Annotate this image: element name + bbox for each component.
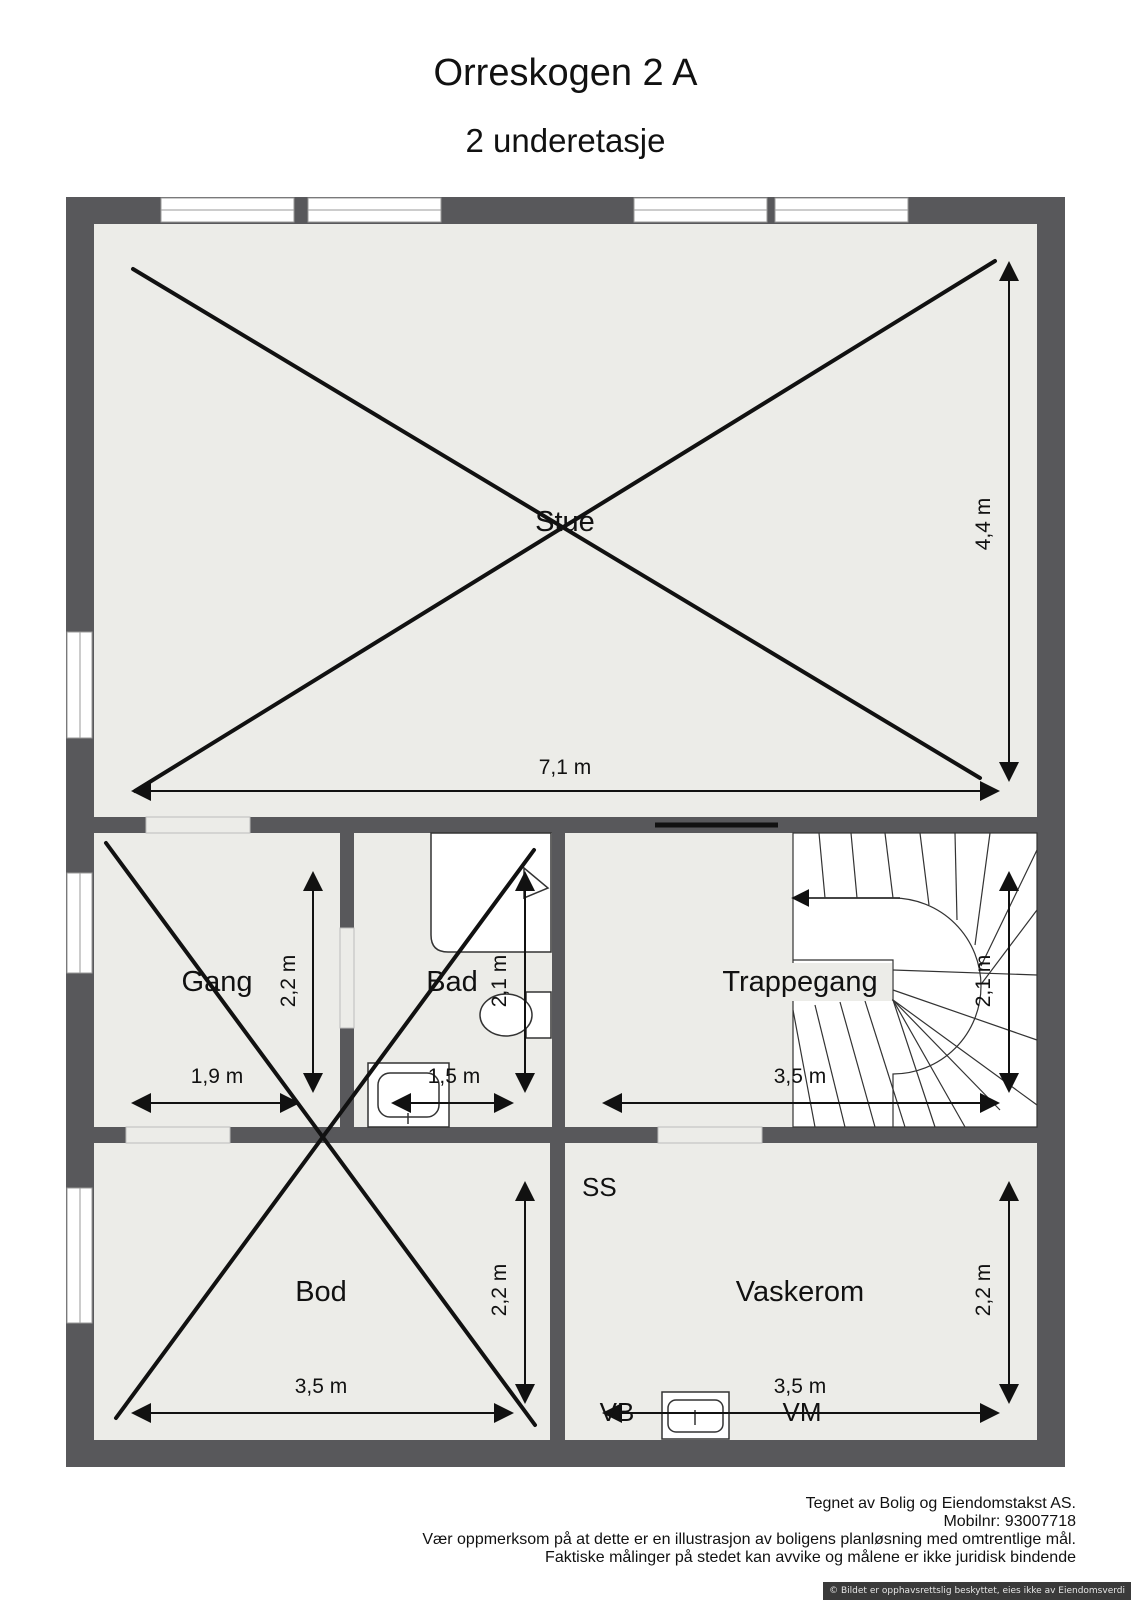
copyright-notice: © Bildet er opphavsrettslig beskyttet, e… bbox=[823, 1582, 1131, 1600]
dim-vaskerom-height: 2,2 m bbox=[972, 1264, 995, 1317]
footer-notes: Tegnet av Bolig og Eiendomstakst AS. Mob… bbox=[422, 1495, 1076, 1567]
footer-line-drawn-by: Tegnet av Bolig og Eiendomstakst AS. bbox=[805, 1495, 1076, 1512]
room-label-trappegang: Trappegang bbox=[722, 966, 877, 998]
strike-crosses bbox=[104, 259, 997, 1427]
room-label-bad: Bad bbox=[426, 966, 478, 998]
dim-trappegang-width: 3,5 m bbox=[774, 1065, 827, 1088]
floor-vaskerom bbox=[565, 1143, 1037, 1440]
dim-bad-width: 1,5 m bbox=[428, 1065, 481, 1088]
dim-stue-width: 7,1 m bbox=[539, 756, 592, 779]
trappegang-label-bg bbox=[710, 963, 892, 1001]
staircase bbox=[791, 832, 1038, 1128]
plan-title: Orreskogen 2 A bbox=[433, 52, 698, 94]
room-label-stue: Stue bbox=[535, 506, 595, 538]
dimension-lines bbox=[131, 261, 1019, 1423]
sink-vaskerom bbox=[661, 1391, 730, 1440]
room-label-gang: Gang bbox=[182, 966, 253, 998]
fixture-label-ss: SS bbox=[582, 1172, 617, 1202]
dim-gang-height: 2,2 m bbox=[277, 955, 300, 1008]
dim-bad-height: 2,1 m bbox=[488, 955, 511, 1008]
room-label-bod: Bod bbox=[295, 1276, 347, 1308]
footer-line-disclaimer: Vær oppmerksom på at dette er en illustr… bbox=[422, 1531, 1076, 1548]
dim-bod-width: 3,5 m bbox=[295, 1375, 348, 1398]
dim-bod-height: 2,2 m bbox=[488, 1264, 511, 1317]
dim-trappegang-height: 2,1 m bbox=[972, 955, 995, 1008]
windows-top bbox=[160, 197, 909, 223]
dim-vaskerom-width: 3,5 m bbox=[774, 1375, 827, 1398]
room-label-vaskerom: Vaskerom bbox=[736, 1276, 864, 1308]
windows-left bbox=[66, 631, 93, 1324]
fixture-label-vm: VM bbox=[783, 1397, 822, 1427]
floor-subtitle: 2 underetasje bbox=[465, 122, 666, 159]
footer-line-measurements: Faktiske målinger på stedet kan avvike o… bbox=[545, 1549, 1076, 1566]
footer-line-mobile: Mobilnr: 93007718 bbox=[943, 1513, 1076, 1530]
dim-gang-width: 1,9 m bbox=[191, 1065, 244, 1088]
floor-bod bbox=[94, 1143, 550, 1440]
door-openings bbox=[125, 816, 763, 1144]
fixture-label-vb: VB bbox=[600, 1397, 635, 1427]
dim-stue-height: 4,4 m bbox=[972, 498, 995, 551]
